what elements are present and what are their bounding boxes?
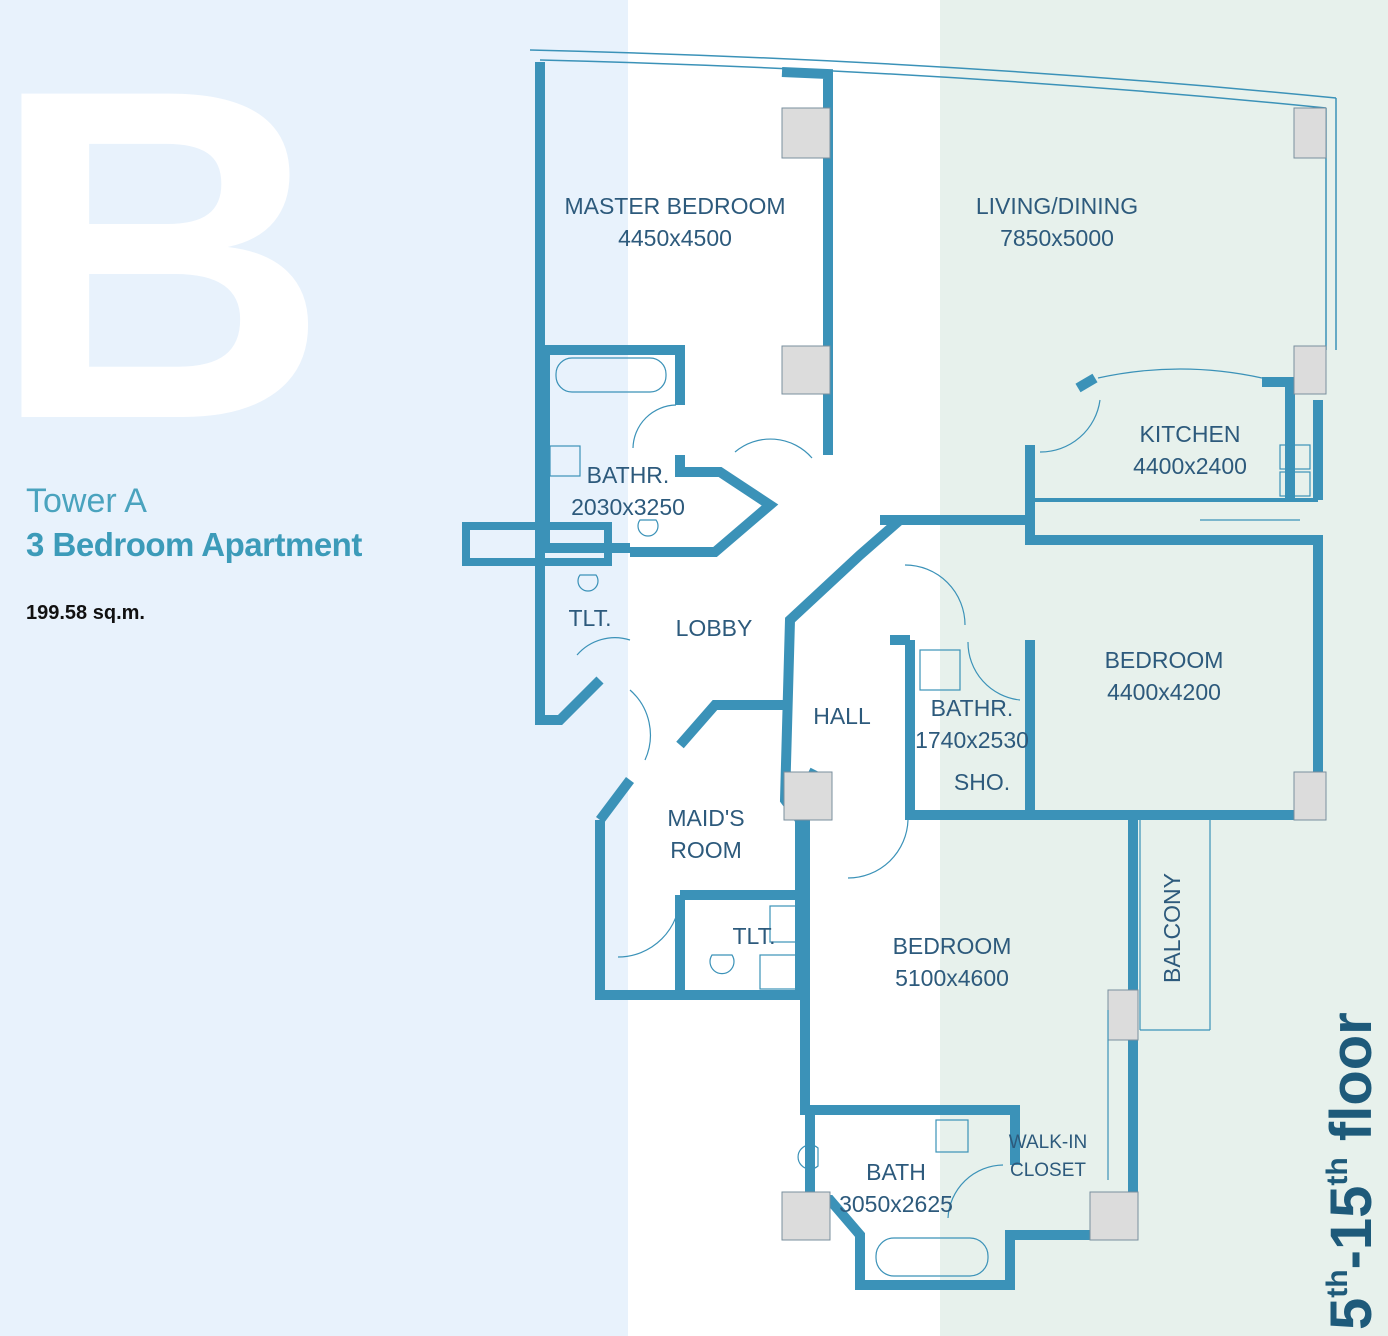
- bathroom-2-label: BATHR.: [931, 695, 1014, 721]
- bedroom-3-label: BEDROOM: [893, 933, 1012, 959]
- bathroom-2-dims: 1740x2530: [915, 727, 1029, 753]
- walk-in-closet-label: WALK-IN: [1009, 1132, 1087, 1153]
- apartment-type: 3 Bedroom Apartment: [26, 526, 362, 563]
- bath-label: BATH: [866, 1159, 926, 1185]
- master-bedroom-dims: 4450x4500: [618, 225, 732, 251]
- kitchen-dims: 4400x2400: [1133, 453, 1247, 479]
- balcony-label: BALCONY: [1159, 873, 1185, 983]
- master-bath-label: BATHR.: [587, 462, 670, 488]
- master-bedroom-label: MASTER BEDROOM: [564, 193, 785, 219]
- room-labels: MASTER BEDROOM 4450x4500 LIVING/DINING 7…: [564, 193, 1246, 1217]
- background-left-panel: [0, 0, 628, 1336]
- unit-letter: B: [0, 0, 329, 517]
- kitchen-label: KITCHEN: [1140, 421, 1241, 447]
- door-swings: [576, 368, 1263, 1219]
- living-dining-dims: 7850x5000: [1000, 225, 1114, 251]
- maids-room-label: MAID'S: [667, 805, 744, 831]
- bath-dims: 3050x2625: [839, 1191, 953, 1217]
- master-bath-dims: 2030x3250: [571, 494, 685, 520]
- shower-label: SHO.: [954, 769, 1010, 795]
- bedroom-3-dims: 5100x4600: [895, 965, 1009, 991]
- maid-toilet-label: TLT.: [732, 923, 775, 949]
- fixtures: [549, 357, 1311, 1277]
- maids-room-label-2: ROOM: [670, 837, 742, 863]
- bedroom-2-dims: 4400x4200: [1107, 679, 1221, 705]
- structural-columns: [781, 107, 1327, 1241]
- bedroom-2-label: BEDROOM: [1105, 647, 1224, 673]
- hall-label: HALL: [813, 703, 871, 729]
- walk-in-closet-label-2: CLOSET: [1010, 1160, 1086, 1181]
- lobby-label: LOBBY: [676, 615, 753, 641]
- walls: [462, 62, 1323, 1290]
- tower-name: Tower A: [26, 482, 147, 520]
- living-dining-label: LIVING/DINING: [976, 193, 1138, 219]
- apartment-area: 199.58 sq.m.: [26, 602, 145, 624]
- lobby-toilet-label: TLT.: [568, 605, 611, 631]
